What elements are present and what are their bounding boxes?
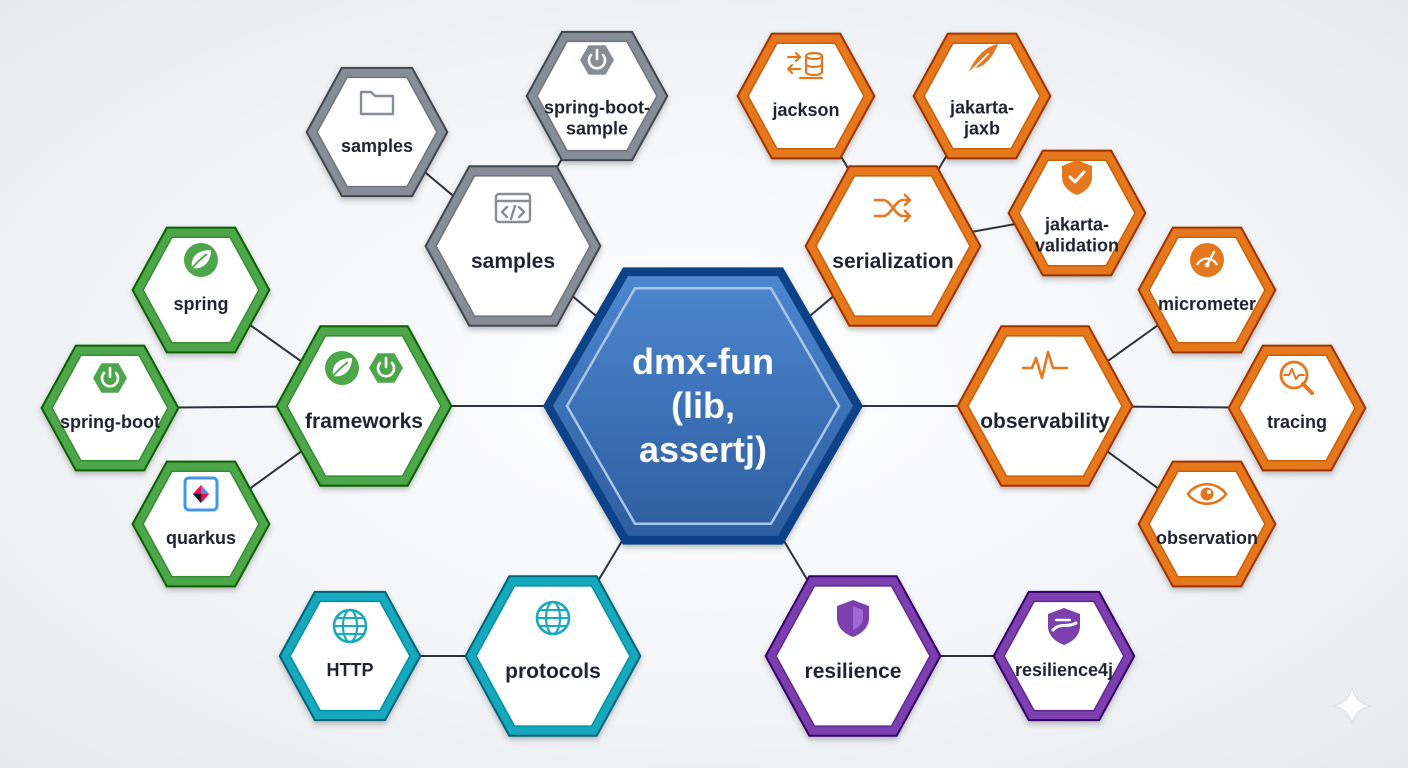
- shield-check-icon: [1062, 160, 1092, 195]
- node-label: micrometer: [1158, 294, 1256, 314]
- node-protocols[interactable]: protocols: [464, 575, 642, 737]
- power-icon: [580, 45, 614, 75]
- eye-icon: [1186, 482, 1228, 506]
- node-label: jakarta-: [949, 98, 1014, 118]
- node-http[interactable]: HTTP: [278, 590, 422, 722]
- node-jakarta-validation[interactable]: jakarta-validation: [1007, 149, 1147, 277]
- pulse-icon: [1021, 350, 1069, 380]
- node-resilience4j[interactable]: resilience4j: [992, 590, 1136, 722]
- node-spring[interactable]: spring: [131, 226, 271, 354]
- node-label: frameworks: [305, 410, 423, 433]
- node-micrometer[interactable]: micrometer: [1137, 226, 1277, 354]
- folder-icon: [359, 90, 395, 116]
- quarkus-icon: [183, 476, 219, 512]
- hub-node[interactable]: dmx-fun(lib,assertj): [543, 267, 863, 545]
- node-label: resilience4j: [1015, 660, 1113, 680]
- node-spring-boot-sample[interactable]: spring-boot-sample: [525, 30, 669, 162]
- shield-hand-icon: [1048, 608, 1080, 645]
- spring-leaf-icon: [184, 243, 218, 277]
- node-label: serialization: [832, 250, 953, 273]
- node-label: quarkus: [166, 528, 236, 548]
- node-label: jackson: [771, 100, 839, 120]
- node-label: observability: [980, 410, 1110, 433]
- node-tracing[interactable]: tracing: [1227, 344, 1367, 472]
- node-samples-leaf[interactable]: samples: [305, 66, 449, 198]
- node-label: spring: [173, 294, 228, 314]
- node-layer: dmx-fun(lib,assertj)samplessamplesspring…: [40, 30, 1367, 737]
- shuffle-icon: [873, 193, 912, 223]
- node-label: HTTP: [327, 660, 374, 680]
- node-label: spring-boot-: [544, 98, 650, 118]
- spring-and-power-icons: [325, 351, 403, 385]
- node-serialization[interactable]: serialization: [804, 165, 982, 327]
- node-label: resilience: [805, 660, 902, 683]
- node-label: spring-boot: [60, 412, 160, 432]
- gauge-icon: [1190, 243, 1224, 277]
- node-observability[interactable]: observability: [956, 325, 1134, 487]
- node-observation[interactable]: observation: [1137, 460, 1277, 588]
- code-window-icon: [494, 192, 532, 224]
- node-label: (lib,: [671, 385, 735, 426]
- data-transfer-icon: [786, 51, 824, 80]
- node-label: samples: [341, 136, 413, 156]
- node-frameworks[interactable]: frameworks: [275, 325, 453, 487]
- shield-icon: [837, 600, 869, 637]
- node-label: samples: [471, 250, 555, 273]
- sparkle-icon: [1332, 687, 1372, 725]
- node-jackson[interactable]: jackson: [736, 32, 876, 160]
- node-jakarta-jaxb[interactable]: jakarta-jaxb: [912, 32, 1052, 160]
- node-label: sample: [566, 119, 628, 139]
- node-label: dmx-fun: [632, 341, 774, 382]
- magnifier-pulse-icon: [1279, 360, 1314, 395]
- node-label: jaxb: [963, 119, 1000, 139]
- node-label: tracing: [1267, 412, 1327, 432]
- node-resilience[interactable]: resilience: [764, 575, 942, 737]
- node-samples-group[interactable]: samples: [424, 165, 602, 327]
- node-label: assertj): [639, 429, 767, 470]
- node-label: jakarta-: [1044, 215, 1109, 235]
- globe-icon: [332, 608, 368, 644]
- feather-icon: [965, 44, 998, 77]
- power-icon: [93, 363, 127, 393]
- node-label: observation: [1156, 528, 1258, 548]
- globe-icon: [535, 600, 571, 636]
- node-quarkus[interactable]: quarkus: [131, 460, 271, 588]
- node-label: validation: [1035, 236, 1119, 256]
- node-spring-boot[interactable]: spring-boot: [40, 344, 180, 472]
- node-label: protocols: [505, 660, 601, 683]
